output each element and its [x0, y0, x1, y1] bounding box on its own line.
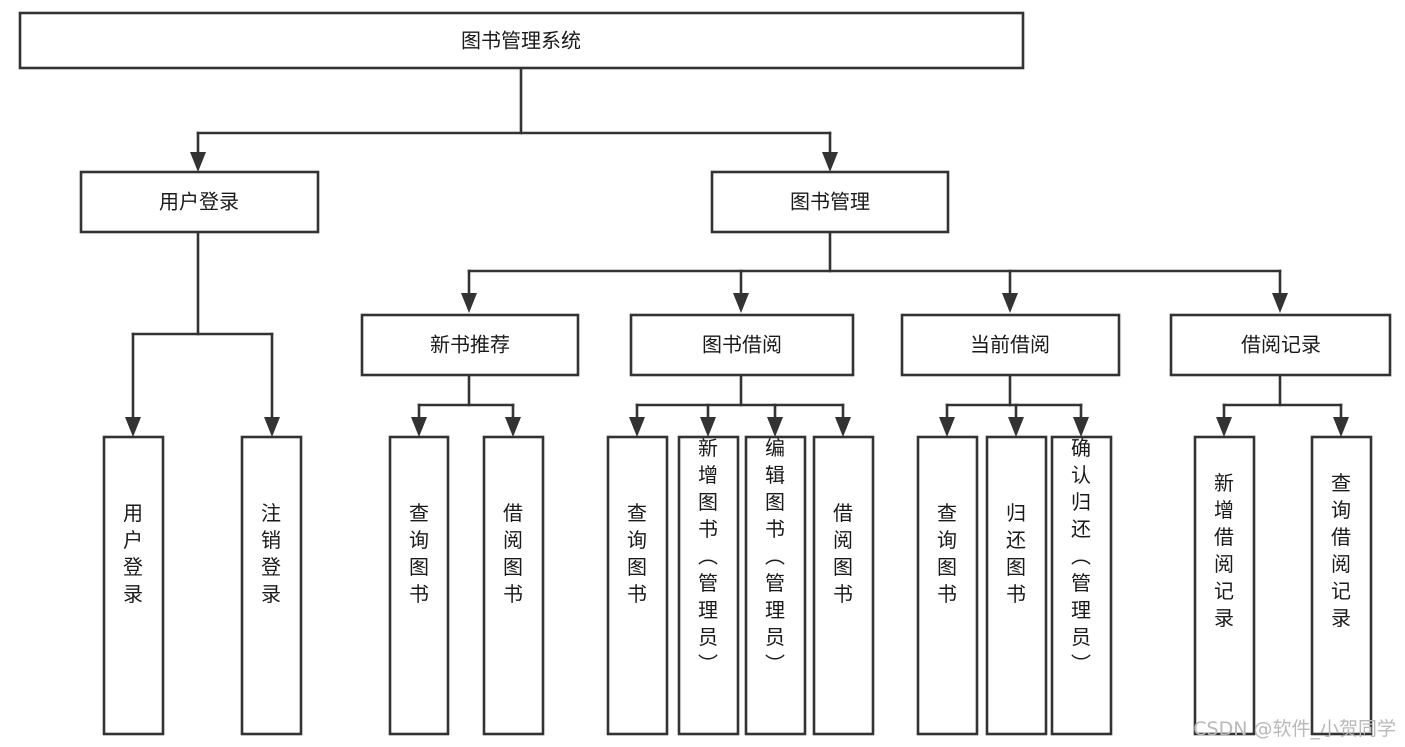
node-borrow-record-box[interactable]: [1169, 313, 1392, 377]
arrow-to-leaf-return-book: [1008, 417, 1024, 437]
node-leaf-query-record-box[interactable]: [1310, 435, 1373, 736]
arrow-to-leaf-add-book: [700, 417, 716, 437]
node-leaf-confirm-return-box[interactable]: [1050, 435, 1113, 736]
node-leaf-add-record[interactable]: 新增借阅记录: [1193, 435, 1256, 736]
node-leaf-add-record-box[interactable]: [1193, 435, 1256, 736]
arrow-to-new-book-recommend: [461, 293, 477, 313]
node-leaf-add-record-label: 新增借阅记录: [1214, 471, 1234, 630]
node-user-login[interactable]: 用户登录: [79, 170, 320, 234]
node-leaf-borrow-book-2-box[interactable]: [812, 435, 875, 736]
node-leaf-return-book[interactable]: 归还图书: [985, 435, 1048, 736]
node-leaf-query-record-label: 查询借阅记录: [1331, 471, 1351, 630]
node-root[interactable]: 图书管理系统: [18, 11, 1025, 70]
node-leaf-edit-book-box[interactable]: [744, 435, 807, 736]
node-borrow-record[interactable]: 借阅记录: [1169, 313, 1392, 377]
node-leaf-query-book-2-label: 查询图书: [627, 501, 647, 606]
csdn-watermark: CSDN @软件_小贺同学: [1193, 718, 1396, 740]
node-leaf-query-record[interactable]: 查询借阅记录: [1310, 435, 1373, 736]
node-user-login-box[interactable]: [79, 170, 320, 234]
node-leaf-add-book-box[interactable]: [677, 435, 740, 736]
arrow-to-leaf-query-book-1: [411, 417, 427, 437]
node-book-manage-label: 图书管理: [790, 190, 870, 214]
node-new-book-recommend-box[interactable]: [360, 313, 580, 377]
arrow-to-leaf-edit-book: [767, 417, 783, 437]
node-leaf-logout-login[interactable]: 注销登录: [240, 435, 303, 736]
node-leaf-query-book-3-box[interactable]: [916, 435, 979, 736]
node-leaf-add-book[interactable]: 新增图书︵管理员︶: [677, 435, 740, 736]
node-leaf-confirm-return[interactable]: 确认归还︵管理员︶: [1050, 435, 1113, 736]
arrow-to-leaf-borrow-book-1: [505, 417, 521, 437]
node-leaf-query-book-1-box[interactable]: [388, 435, 450, 736]
arrow-to-leaf-user-login: [125, 417, 141, 437]
arrow-to-current-borrow: [1002, 293, 1018, 313]
node-leaf-borrow-book-2-label: 借阅图书: [833, 501, 853, 606]
node-new-book-recommend[interactable]: 新书推荐: [360, 313, 580, 377]
node-root-box[interactable]: [18, 11, 1025, 70]
node-current-borrow-box[interactable]: [900, 313, 1121, 377]
node-new-book-recommend-label: 新书推荐: [430, 333, 510, 357]
arrow-to-leaf-confirm-return: [1073, 417, 1089, 437]
connector-layer: [125, 66, 1349, 437]
node-leaf-logout-login-label: 注销登录: [261, 501, 281, 606]
arrow-to-leaf-add-record: [1216, 417, 1232, 437]
node-leaf-borrow-book-1-box[interactable]: [482, 435, 545, 736]
node-current-borrow-label: 当前借阅: [970, 333, 1050, 357]
node-leaf-query-book-1-label: 查询图书: [409, 501, 429, 606]
arrow-to-leaf-query-book-3: [939, 417, 955, 437]
arrow-root-to-book-manage: [822, 152, 838, 172]
node-leaf-edit-book-label: 编辑图书︵管理员︶: [765, 436, 785, 676]
arrow-to-book-borrow: [733, 293, 749, 313]
node-leaf-return-book-label: 归还图书: [1006, 501, 1026, 606]
arrow-to-borrow-record: [1272, 293, 1288, 313]
node-leaf-user-login-box[interactable]: [102, 435, 165, 736]
node-leaf-logout-login-box[interactable]: [240, 435, 303, 736]
node-leaf-user-login-label: 用户登录: [123, 501, 143, 606]
node-leaf-confirm-return-label: 确认归还︵管理员︶: [1071, 436, 1091, 676]
node-book-borrow-label: 图书借阅: [702, 333, 782, 357]
arrow-root-to-user-login: [190, 152, 206, 172]
node-leaf-borrow-book-2[interactable]: 借阅图书: [812, 435, 875, 736]
arrow-to-leaf-query-book-2: [629, 417, 645, 437]
node-leaf-user-login[interactable]: 用户登录: [102, 435, 165, 736]
node-leaf-query-book-1[interactable]: 查询图书: [388, 435, 450, 736]
node-leaf-edit-book[interactable]: 编辑图书︵管理员︶: [744, 435, 807, 736]
node-leaf-query-book-3-label: 查询图书: [937, 501, 957, 606]
node-book-manage-box[interactable]: [710, 170, 950, 234]
node-leaf-add-book-label: 新增图书︵管理员︶: [698, 436, 718, 676]
node-leaf-return-book-box[interactable]: [985, 435, 1048, 736]
node-user-login-label: 用户登录: [159, 190, 239, 214]
node-book-manage[interactable]: 图书管理: [710, 170, 950, 234]
node-root-label: 图书管理系统: [461, 29, 581, 53]
arrow-to-leaf-borrow-book-2: [835, 417, 851, 437]
node-borrow-record-label: 借阅记录: [1241, 333, 1321, 357]
arrow-to-leaf-query-record: [1333, 417, 1349, 437]
node-leaf-borrow-book-1[interactable]: 借阅图书: [482, 435, 545, 736]
node-leaf-borrow-book-1-label: 借阅图书: [503, 501, 523, 606]
node-book-borrow-box[interactable]: [629, 313, 855, 377]
node-leaf-query-book-2[interactable]: 查询图书: [606, 435, 669, 736]
node-leaf-query-book-2-box[interactable]: [606, 435, 669, 736]
node-current-borrow[interactable]: 当前借阅: [900, 313, 1121, 377]
arrow-to-leaf-logout-login: [264, 417, 280, 437]
node-book-borrow[interactable]: 图书借阅: [629, 313, 855, 377]
node-leaf-query-book-3[interactable]: 查询图书: [916, 435, 979, 736]
